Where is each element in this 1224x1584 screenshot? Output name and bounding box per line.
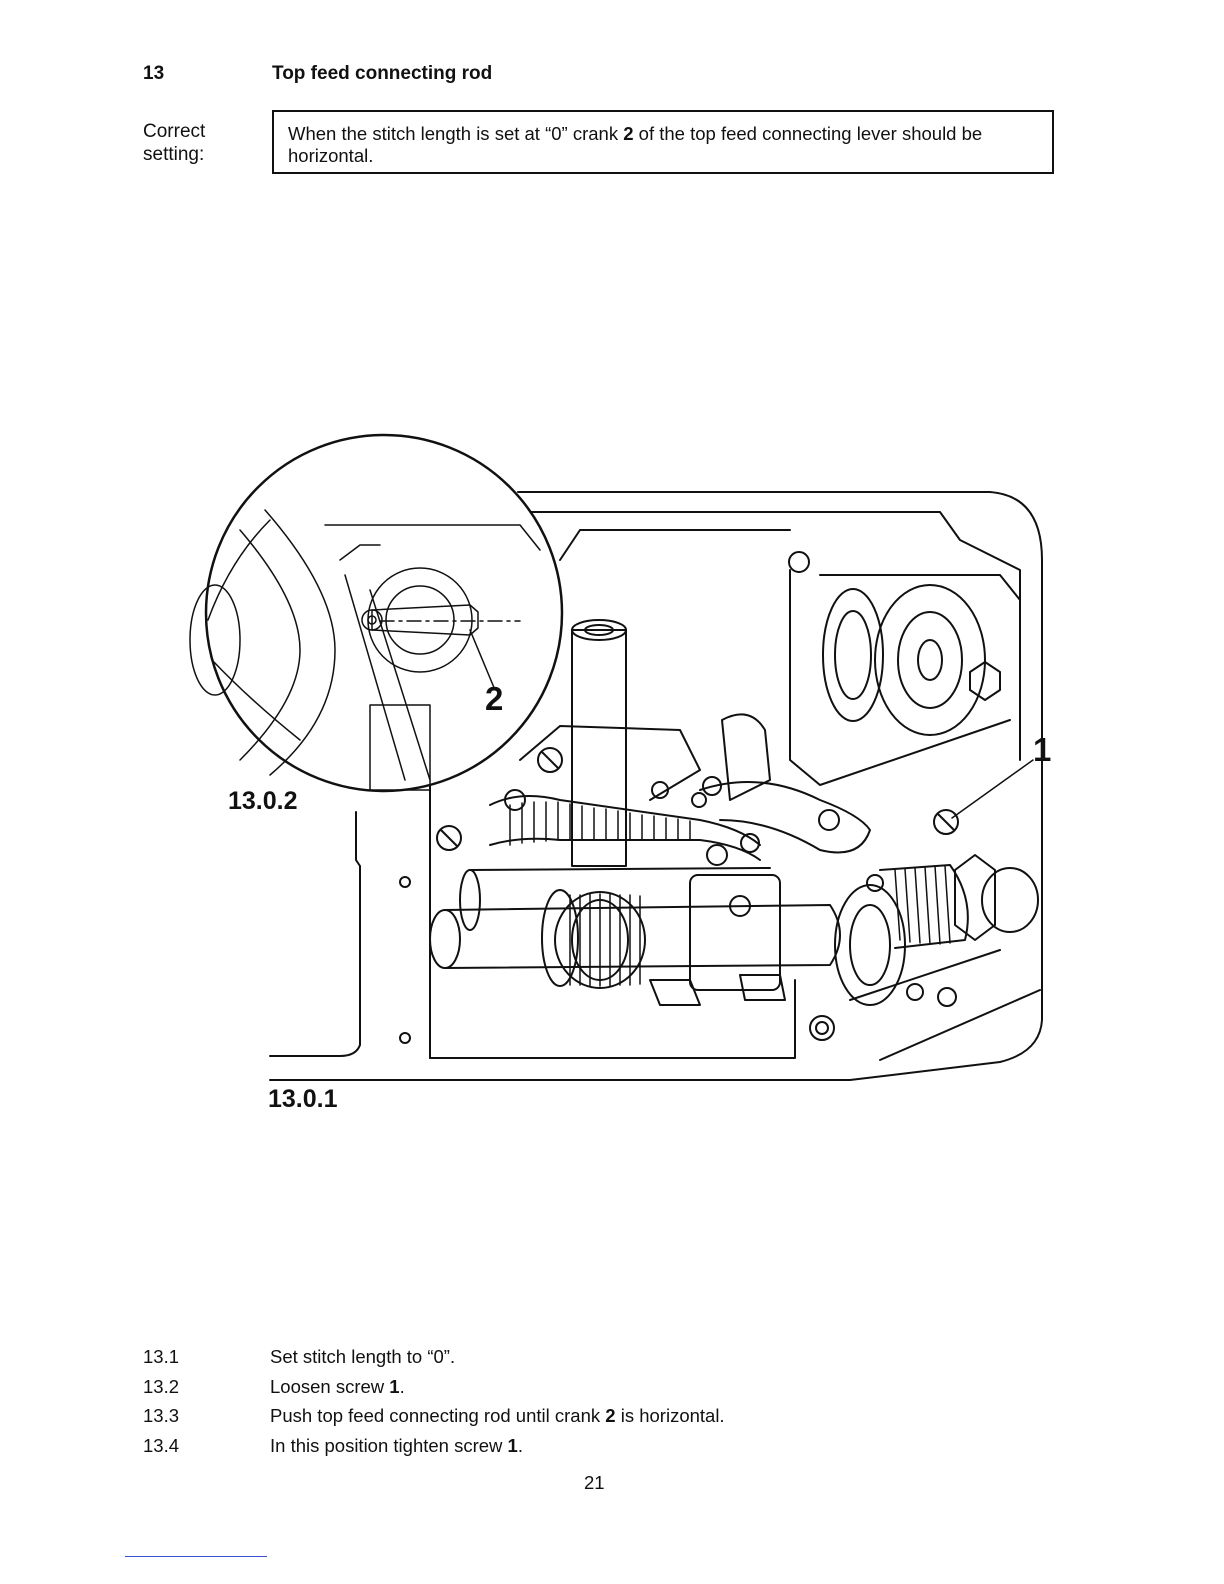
- step-item: 13.1 Set stitch length to “0”.: [143, 1346, 1043, 1376]
- correct-setting-box: When the stitch length is set at “0” cra…: [272, 110, 1054, 174]
- detail-contents: [189, 509, 541, 791]
- pulley-large: [822, 588, 884, 722]
- step-text-end: .: [399, 1375, 405, 1397]
- step-number: 13.2: [143, 1375, 180, 1397]
- step-ref: 1: [507, 1434, 518, 1456]
- threaded-hole: [809, 1015, 835, 1041]
- step-number: 13.4: [143, 1434, 180, 1456]
- step-text-part: Loosen screw: [270, 1375, 390, 1397]
- rod-screw: [818, 809, 840, 831]
- step-text-part: Set stitch length to “0”.: [270, 1346, 456, 1367]
- step-text: Push top feed connecting rod until crank…: [270, 1405, 725, 1427]
- hex-bolt: [969, 661, 1001, 701]
- connecting-rod: [699, 781, 871, 854]
- knurled-wheel: [874, 584, 986, 736]
- adjustment-knob: [981, 867, 1039, 933]
- section-title: Top feed connecting rod: [272, 63, 493, 84]
- setting-label-line2: setting:: [143, 144, 205, 165]
- step-number: 13.1: [143, 1346, 180, 1367]
- step-ref: 1: [389, 1375, 400, 1397]
- correct-setting-label: Correct setting:: [143, 120, 205, 166]
- setting-text-crank-ref: 2: [623, 123, 634, 144]
- housing-screw-hole: [788, 551, 810, 573]
- step-text: In this position tighten screw 1.: [270, 1435, 523, 1457]
- setting-label-line1: Correct: [143, 121, 206, 142]
- step-text-end: is horizontal.: [615, 1405, 725, 1426]
- section-number: 13: [143, 63, 165, 84]
- step-ref: 2: [605, 1405, 616, 1426]
- step-number: 13.3: [143, 1405, 180, 1426]
- step-text: Set stitch length to “0”.: [270, 1346, 455, 1368]
- step-text: Loosen screw 1.: [270, 1376, 405, 1398]
- page-number: 21: [584, 1472, 605, 1493]
- figure-label-detail: 13.0.2: [228, 787, 298, 815]
- setting-text-part2: of the top feed connecting lever should …: [288, 123, 983, 166]
- detail-magnifier: [204, 433, 564, 793]
- procedure-steps: 13.1 Set stitch length to “0”. 13.2 Loos…: [143, 1346, 1043, 1464]
- lower-shaft: [444, 904, 841, 969]
- step-text-part: In this position tighten screw: [270, 1434, 508, 1456]
- callout-screw-1: 1: [1033, 731, 1052, 768]
- screw-1: [933, 809, 959, 835]
- step-item: 13.4 In this position tighten screw 1.: [143, 1435, 1043, 1465]
- footer-rule: [125, 1556, 267, 1557]
- coil-spring-left: [541, 889, 579, 987]
- step-item: 13.2 Loosen screw 1.: [143, 1376, 1043, 1406]
- figure-label-main: 13.0.1: [268, 1085, 338, 1113]
- vertical-post: [571, 629, 627, 867]
- housing-outline: [269, 491, 1043, 1081]
- callout-crank-2: 2: [485, 680, 504, 717]
- step-text-end: .: [517, 1434, 523, 1456]
- coil-spring-right: [879, 864, 969, 949]
- setting-text-part1: When the stitch length is set at “0” cra…: [288, 123, 624, 144]
- step-text-part: Push top feed connecting rod until crank: [270, 1405, 606, 1426]
- step-item: 13.3 Push top feed connecting rod until …: [143, 1405, 1043, 1435]
